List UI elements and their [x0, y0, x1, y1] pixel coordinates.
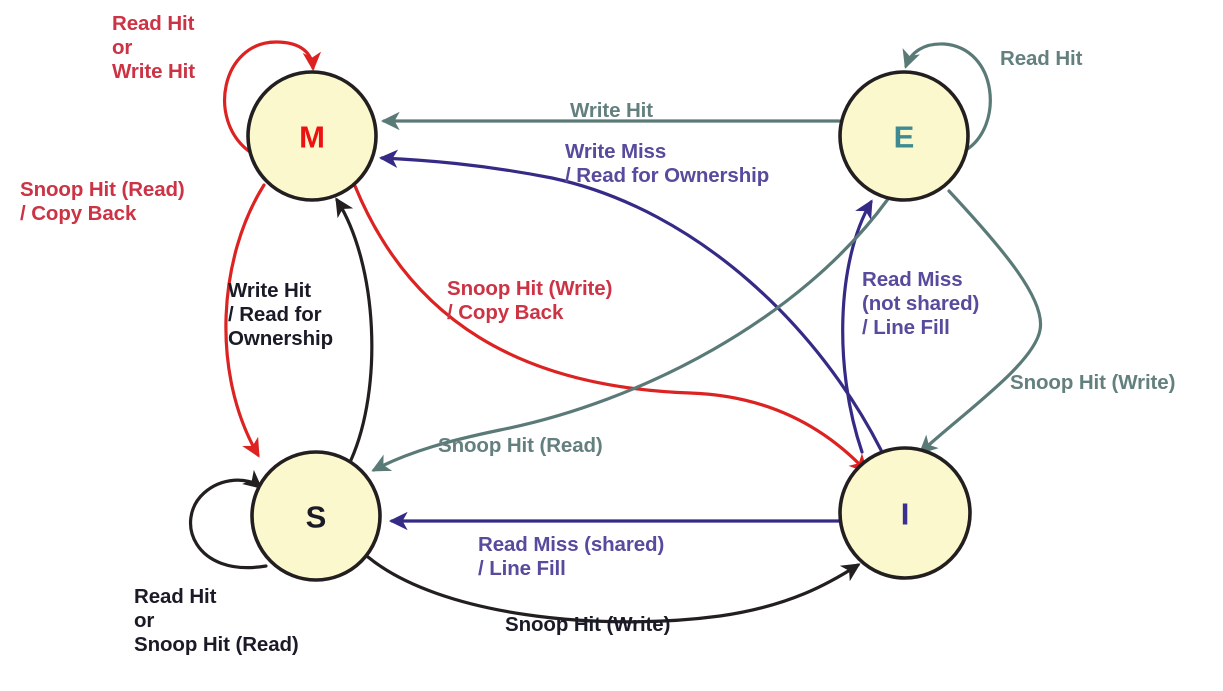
edge-label-m-to-s: Snoop Hit (Read)/ Copy Back — [20, 178, 185, 226]
label-line: / Copy Back — [20, 201, 137, 225]
state-node-m[interactable]: M — [246, 70, 378, 202]
state-label-e: E — [894, 120, 915, 155]
nodes-layer: M E S I — [246, 70, 972, 582]
label-line: Snoop Hit (Read) — [134, 632, 299, 656]
label-line: Write Miss — [565, 140, 667, 163]
label-line: Snoop Hit (Read) — [20, 178, 185, 201]
edge-e-self — [902, 42, 992, 152]
state-circle-s[interactable] — [250, 450, 382, 582]
label-line: Ownership — [228, 326, 334, 350]
edge-label-i-to-s: Read Miss (shared)/ Line Fill — [478, 533, 664, 581]
state-circle-i[interactable] — [838, 446, 972, 580]
edge-i-to-m — [378, 149, 883, 452]
label-line: Snoop Hit (Write) — [505, 613, 671, 636]
edge-label-s-to-i: Snoop Hit (Write) — [505, 613, 670, 637]
label-line: Read Miss (shared) — [478, 533, 665, 556]
edge-s-to-m — [335, 197, 374, 462]
edge-label-e-to-i: Snoop Hit (Write) — [1010, 371, 1175, 395]
state-node-s[interactable]: S — [250, 450, 382, 582]
state-circle-m[interactable] — [246, 70, 378, 202]
label-line: Snoop Hit (Write) — [1010, 371, 1176, 394]
label-line: or — [134, 608, 155, 632]
label-line: (not shared) — [862, 291, 980, 315]
state-label-s: S — [306, 500, 327, 535]
edge-label-e-to-m: Write Hit — [570, 99, 653, 123]
label-line: Read Hit — [1000, 47, 1083, 70]
label-line: Read Hit — [134, 585, 217, 608]
edge-label-e-to-s: Snoop Hit (Read) — [438, 434, 603, 458]
edge-e-to-s — [371, 197, 890, 472]
edge-m-self — [223, 40, 322, 154]
edge-s-self — [188, 469, 268, 570]
label-line: or — [112, 35, 133, 59]
edge-s-to-i — [366, 555, 861, 624]
label-line: / Copy Back — [447, 300, 564, 324]
label-line: / Line Fill — [862, 315, 950, 339]
state-node-i[interactable]: I — [838, 446, 972, 580]
state-label-m: M — [299, 120, 325, 155]
edge-label-e-self: Read Hit — [1000, 47, 1082, 71]
state-label-i: I — [901, 497, 910, 532]
edge-m-to-s — [224, 183, 266, 458]
label-line: Read Miss — [862, 268, 963, 291]
label-line: Write Hit — [228, 279, 312, 302]
edges-layer — [188, 40, 1043, 624]
edge-m-to-i — [353, 184, 869, 474]
label-line: Write Hit — [112, 59, 196, 83]
edge-label-m-to-i: Snoop Hit (Write)/ Copy Back — [447, 277, 612, 325]
edge-e-to-i — [918, 189, 1043, 455]
label-line: Read Hit — [112, 12, 195, 35]
state-circle-e[interactable] — [838, 70, 970, 202]
state-node-e[interactable]: E — [838, 70, 970, 202]
label-line: Write Hit — [570, 99, 654, 122]
label-line: / Read for Ownership — [565, 163, 770, 187]
label-line: / Line Fill — [478, 556, 566, 580]
edge-i-to-e — [841, 199, 873, 454]
label-line: Snoop Hit (Read) — [438, 434, 603, 457]
label-line: / Read for — [228, 302, 322, 326]
edge-label-i-to-e: Read Miss(not shared)/ Line Fill — [862, 268, 979, 339]
edge-label-i-to-m: Write Miss/ Read for Ownership — [565, 140, 769, 188]
label-line: Snoop Hit (Write) — [447, 277, 613, 300]
